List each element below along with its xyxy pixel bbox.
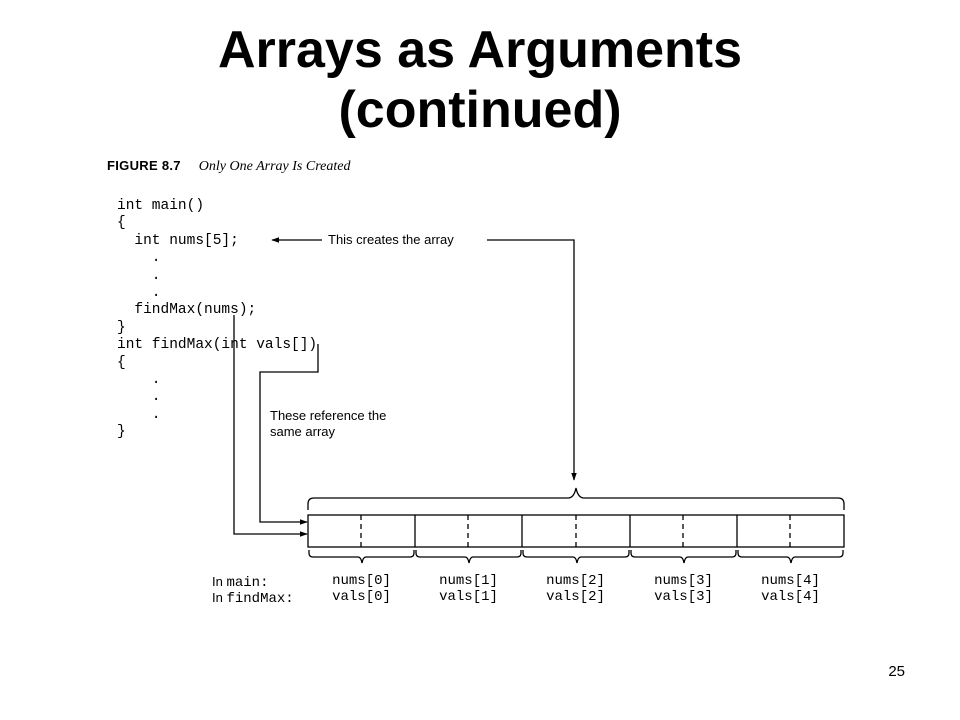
element-brace xyxy=(630,550,737,564)
row-label-findmax-prefix: In xyxy=(212,590,227,605)
element-label-main-4: nums[4] xyxy=(761,573,820,589)
element-label-findmax-4: vals[4] xyxy=(761,589,820,605)
row-label-main-func: main: xyxy=(226,575,269,591)
code-line: int nums[5]; xyxy=(117,232,239,249)
element-label-main-0: nums[0] xyxy=(332,573,391,589)
code-line: { xyxy=(117,215,126,232)
element-brace xyxy=(522,550,630,564)
element-label-main-3: nums[3] xyxy=(654,573,713,589)
page-number: 25 xyxy=(888,663,905,680)
array-top-brace xyxy=(307,487,845,510)
code-line: findMax(nums); xyxy=(117,302,257,319)
element-label-findmax-0: vals[0] xyxy=(332,589,391,605)
code-line: int main() xyxy=(117,198,205,214)
figure-number: FIGURE 8.7 xyxy=(107,158,181,173)
code-line: . xyxy=(117,389,161,406)
title-line-1: Arrays as Arguments xyxy=(217,21,743,79)
element-label-findmax-2: vals[2] xyxy=(546,589,605,605)
element-brace xyxy=(737,550,844,564)
code-line: . xyxy=(117,250,161,267)
annotation-reference-same-array: These reference the same array xyxy=(270,408,386,440)
nums-argument-line xyxy=(233,315,308,537)
row-label-main-prefix: In xyxy=(212,574,227,589)
title-line-2: (continued) xyxy=(338,81,622,139)
code-line: } xyxy=(117,319,126,336)
element-label-findmax-3: vals[3] xyxy=(654,589,713,605)
byte-dividers xyxy=(360,515,791,547)
row-label-findmax: In findMax: xyxy=(212,590,294,607)
vals-parameter-line xyxy=(259,344,319,525)
figure-caption: FIGURE 8.7 Only One Array Is Created xyxy=(107,158,350,175)
element-brace xyxy=(415,550,522,564)
element-dividers xyxy=(414,515,738,547)
figure-description: Only One Array Is Created xyxy=(198,159,351,174)
code-line: . xyxy=(117,406,161,423)
element-brace xyxy=(308,550,415,564)
creates-leader-right xyxy=(487,239,577,481)
row-label-findmax-func: findMax: xyxy=(226,591,294,607)
element-label-main-2: nums[2] xyxy=(546,573,605,589)
annotation-reference-line-1: These reference the xyxy=(270,408,387,423)
slide-title: Arrays as Arguments (continued) xyxy=(0,20,960,146)
annotation-creates-array: This creates the array xyxy=(328,232,454,247)
element-label-findmax-1: vals[1] xyxy=(439,589,498,605)
code-line: . xyxy=(117,267,161,284)
code-line: { xyxy=(117,354,126,371)
annotation-reference-line-2: same array xyxy=(270,424,336,439)
code-listing: int main(){ int nums[5]; . . . findMax(n… xyxy=(117,198,317,441)
code-line: . xyxy=(117,284,161,301)
row-label-main: In main: xyxy=(212,574,268,591)
code-line: } xyxy=(117,424,126,441)
element-label-main-1: nums[1] xyxy=(439,573,498,589)
code-line: . xyxy=(117,371,161,388)
code-line: int findMax(int vals[]) xyxy=(117,337,318,354)
